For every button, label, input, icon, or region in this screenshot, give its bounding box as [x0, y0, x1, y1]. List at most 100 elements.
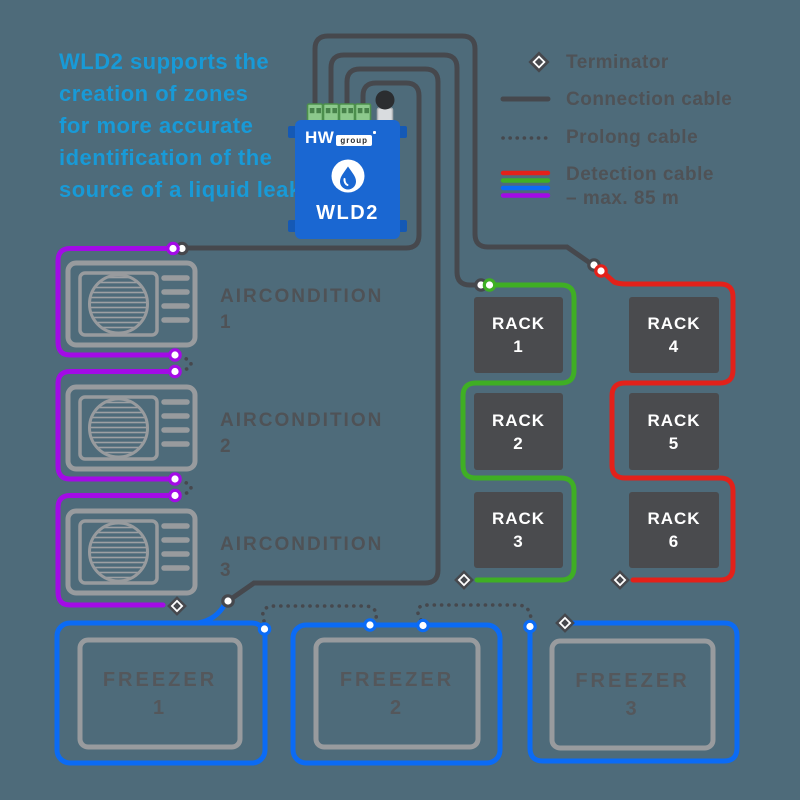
- freezer-name: FREEZER: [575, 670, 690, 692]
- freezer-name: FREEZER: [339, 669, 455, 691]
- freezer-box-icon: [313, 637, 481, 750]
- connector-icon: [168, 348, 182, 362]
- connection-cable-zone-blue: [228, 66, 441, 602]
- connector-icon: [168, 364, 182, 379]
- intro-line: creation of zones: [59, 81, 249, 106]
- intro-text: WLD2 supports the creation of zones for …: [59, 46, 329, 206]
- rack-box: RACK 6: [629, 492, 719, 568]
- terminator-icon: [555, 613, 575, 633]
- prolong-cables: [177, 355, 533, 623]
- blue-loop-freezer-2: [290, 622, 503, 766]
- terminal-block-icon: [354, 103, 372, 122]
- purple-segment-1: [55, 246, 173, 358]
- rack-number: 1: [513, 337, 524, 356]
- rack-label: RACK: [491, 410, 546, 430]
- rack-number: 6: [668, 532, 680, 551]
- legend-detection-line2: – max. 85 m: [566, 188, 680, 209]
- connector-icon: [363, 618, 377, 632]
- terminator-icon: [167, 596, 187, 616]
- rack-box: RACK 2: [474, 393, 563, 470]
- aircondition-unit-icon: [65, 384, 198, 472]
- rack-box: RACK 3: [474, 492, 563, 568]
- freezer-label: FREEZER 2: [316, 666, 478, 722]
- blue-entry-curve: [195, 601, 228, 626]
- terminal-block-icon: [306, 103, 324, 122]
- water-drop-icon: [295, 158, 400, 199]
- connector-icon: [594, 264, 608, 278]
- connector-icon: [416, 618, 430, 633]
- legend-icons: [500, 51, 551, 198]
- freezer-number: 1: [152, 697, 168, 719]
- rack-number: 4: [668, 337, 680, 356]
- freezer-number: 2: [389, 697, 405, 719]
- connection-cable-zone-purple: [183, 80, 422, 251]
- connection-cables: [183, 33, 593, 602]
- hw-logo-text: HW: [305, 128, 335, 147]
- legend-prolong-label: Prolong cable: [566, 127, 699, 148]
- detection-cable-blue: [54, 601, 740, 766]
- legend-detection-line1: Detection cable: [566, 164, 714, 185]
- connector-icon: [482, 278, 497, 292]
- freezer-label: FREEZER 3: [552, 667, 713, 723]
- connector-icon: [166, 241, 180, 256]
- aircondition-number: 3: [220, 560, 233, 581]
- legend-detection-label: Detection cable – max. 85 m: [566, 163, 714, 211]
- rack-label: RACK: [647, 509, 701, 528]
- prolong-cable-f1-f2: [261, 604, 379, 623]
- rack-label: RACK: [491, 509, 546, 528]
- connection-cable-zone-red: [312, 33, 593, 266]
- detection-cable-red: [601, 270, 736, 583]
- terminator-legend-icon: [528, 51, 550, 73]
- rack-box: RACK 4: [629, 297, 719, 373]
- aircondition-label: AIRCONDITION 3: [220, 532, 440, 584]
- terminator-icon: [454, 570, 474, 590]
- freezer-number: 3: [625, 698, 640, 720]
- connector-icon: [257, 622, 272, 636]
- aircondition-units: [65, 260, 198, 596]
- cable-connectors: [166, 241, 608, 636]
- wld2-device: HW group WLD2: [295, 120, 400, 239]
- prolong-cable-ac1-ac2: [177, 355, 193, 373]
- purple-segment-3: [55, 493, 173, 608]
- freezer-label: FREEZER 1: [80, 666, 240, 722]
- rack-box: RACK 1: [474, 297, 563, 373]
- freezer-box-icon: [549, 638, 716, 751]
- aircondition-number: 1: [220, 312, 233, 333]
- rack-number: 5: [668, 433, 680, 453]
- detection-cable-legend-icon: [500, 170, 551, 198]
- aircondition-unit-icon: [65, 508, 198, 596]
- connector-icon: [168, 472, 182, 486]
- hw-logo-group-text: group: [336, 131, 376, 146]
- prolong-cable-ac2-ac3: [177, 479, 193, 497]
- detection-cable-purple: [55, 246, 173, 608]
- connector-icon: [523, 619, 537, 634]
- aircondition-label: AIRCONDITION 1: [220, 284, 440, 336]
- aircondition-label: AIRCONDITION 2: [220, 408, 440, 460]
- terminator-icon: [610, 570, 630, 590]
- aircondition-name: AIRCONDITION: [220, 534, 384, 555]
- aircondition-number: 2: [220, 436, 233, 457]
- device-tab: [288, 220, 297, 232]
- prolong-cable-f2-f3: [415, 603, 533, 623]
- blue-loop-freezer-1: [54, 620, 268, 766]
- device-hardware: [288, 90, 407, 232]
- connector-icon: [221, 594, 235, 608]
- rack-label: RACK: [647, 314, 701, 333]
- intro-line: WLD2 supports the: [59, 49, 270, 74]
- antenna-icon: [375, 90, 395, 123]
- freezer-name: FREEZER: [102, 669, 218, 691]
- terminal-block-icon: [338, 103, 356, 122]
- freezer-outlines: [77, 637, 716, 751]
- device-tab: [398, 220, 407, 232]
- detection-cable-green: [460, 282, 577, 583]
- legend-terminator-label: Terminator: [566, 52, 669, 73]
- freezer-box-icon: [77, 637, 243, 750]
- rack-label: RACK: [647, 410, 701, 430]
- device-model-label: WLD2: [316, 202, 379, 224]
- blue-loop-freezer-3: [527, 620, 740, 764]
- rack-number: 3: [513, 532, 524, 551]
- rack-number: 2: [513, 433, 524, 453]
- connector-icon: [168, 488, 182, 503]
